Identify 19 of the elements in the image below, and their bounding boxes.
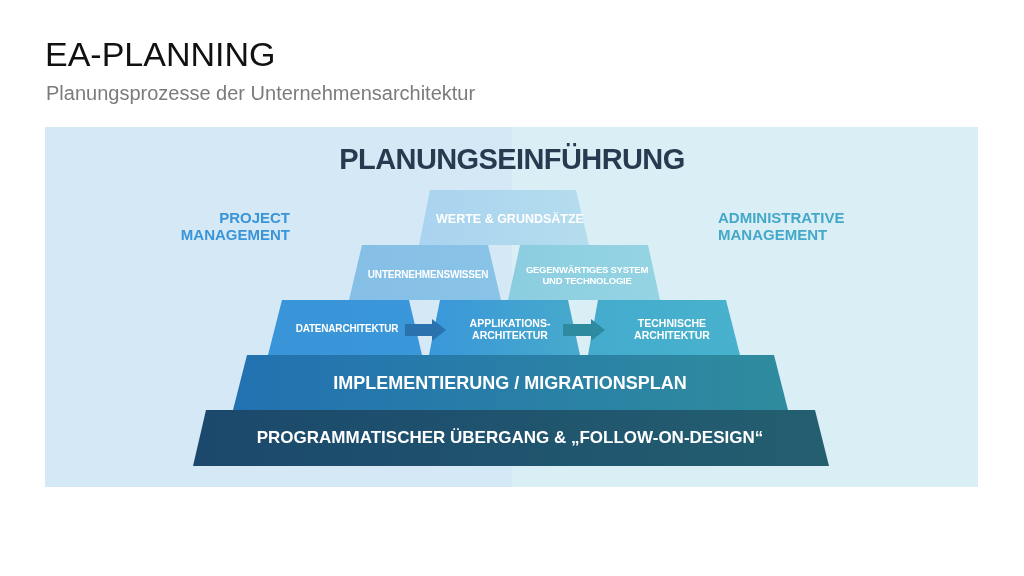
pyramid-tier: [193, 410, 829, 466]
pyramid-tier: [508, 245, 660, 300]
pyramid-tier: [419, 190, 589, 245]
side-heading: PROJECT MANAGEMENT: [179, 209, 290, 244]
tier-label: IMPLEMENTIERUNG / MIGRATIONSPLAN: [333, 372, 687, 394]
side-heading: ADMINISTRATIVE MANAGEMENT: [718, 209, 846, 244]
tier-label: APPLIKATIONS- ARCHITEKTUR: [468, 316, 552, 342]
background-panel: [45, 127, 978, 487]
tier-label: TECHNISCHE ARCHITEKTUR: [633, 316, 711, 342]
tier-label: UNTERNEHMENSWISSEN: [367, 269, 489, 281]
tier-label: GEGENWÄRTIGES SYSTEM UND TECHNOLOGIE: [524, 265, 650, 287]
tier-label: WERTE & GRUNDSÄTZE: [436, 211, 584, 227]
arrow: [563, 319, 605, 341]
pyramid-tier: [349, 245, 501, 300]
slide-title: EA-PLANNING: [45, 36, 276, 74]
panel-heading: PLANUNGSEINFÜHRUNG: [339, 143, 685, 177]
tier-label: DATENARCHITEKTUR: [295, 323, 399, 335]
slide-subtitle: Planungsprozesse der Unternehmensarchitektur: [46, 81, 476, 105]
tier-label: PROGRAMMATISCHER ÜBERGANG & „FOLLOW-ON-DESIGN“: [256, 428, 764, 448]
